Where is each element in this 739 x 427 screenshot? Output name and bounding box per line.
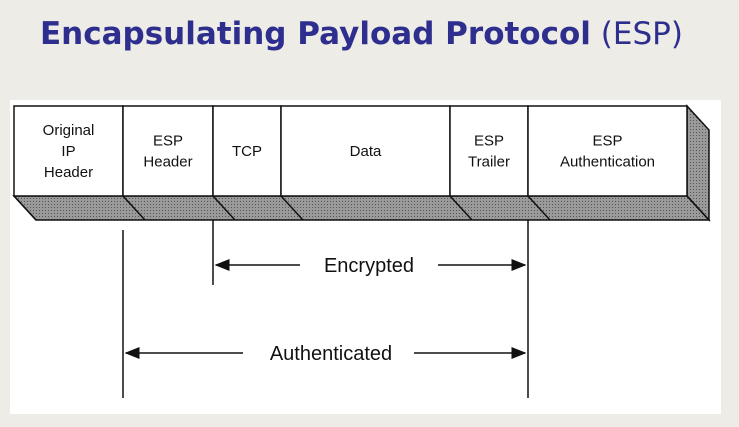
field-depth-edge <box>122 195 146 221</box>
field-label-line: ESP <box>592 133 622 150</box>
field-label-line: Data <box>350 143 382 160</box>
field-depth-edge <box>686 195 710 221</box>
field-label-esp-trailer: ESP Trailer <box>468 133 510 171</box>
authenticated-label: Authenticated <box>270 343 392 365</box>
field-label-line: ESP <box>153 133 183 150</box>
field-label-line: Original <box>43 122 95 139</box>
field-label-line: IP <box>61 143 75 160</box>
field-box-esp-trailer <box>449 105 529 197</box>
field-label-line: Authentication <box>560 154 655 171</box>
field-depth-edge <box>212 195 236 221</box>
field-box-esp-authentication <box>527 105 688 197</box>
field-label-data: Data <box>350 143 382 160</box>
field-label-line: Header <box>143 154 192 171</box>
field-depth-edge <box>280 195 304 221</box>
field-label-esp-authentication: ESP Authentication <box>560 133 655 171</box>
packet-bottom-face <box>12 195 711 221</box>
field-box-esp-header <box>122 105 214 197</box>
field-box-original-ip-header <box>13 105 124 197</box>
field-depth-edge <box>13 195 37 221</box>
field-depth-edge <box>449 195 473 221</box>
field-label-line: TCP <box>232 143 262 160</box>
field-box-data <box>280 105 451 197</box>
encrypted-label: Encrypted <box>324 255 414 277</box>
page-title: Encapsulating Payload Protocol (ESP) <box>40 16 683 52</box>
field-label-esp-header: ESP Header <box>143 133 192 171</box>
field-label-line: Trailer <box>468 154 510 171</box>
field-depth-edge <box>527 195 551 221</box>
field-label-tcp: TCP <box>232 143 262 160</box>
field-label-line: ESP <box>474 133 504 150</box>
field-label-line: Header <box>44 164 93 181</box>
field-box-tcp <box>212 105 282 197</box>
title-abbreviation: (ESP) <box>600 16 683 52</box>
title-main: Encapsulating Payload Protocol <box>40 16 591 52</box>
